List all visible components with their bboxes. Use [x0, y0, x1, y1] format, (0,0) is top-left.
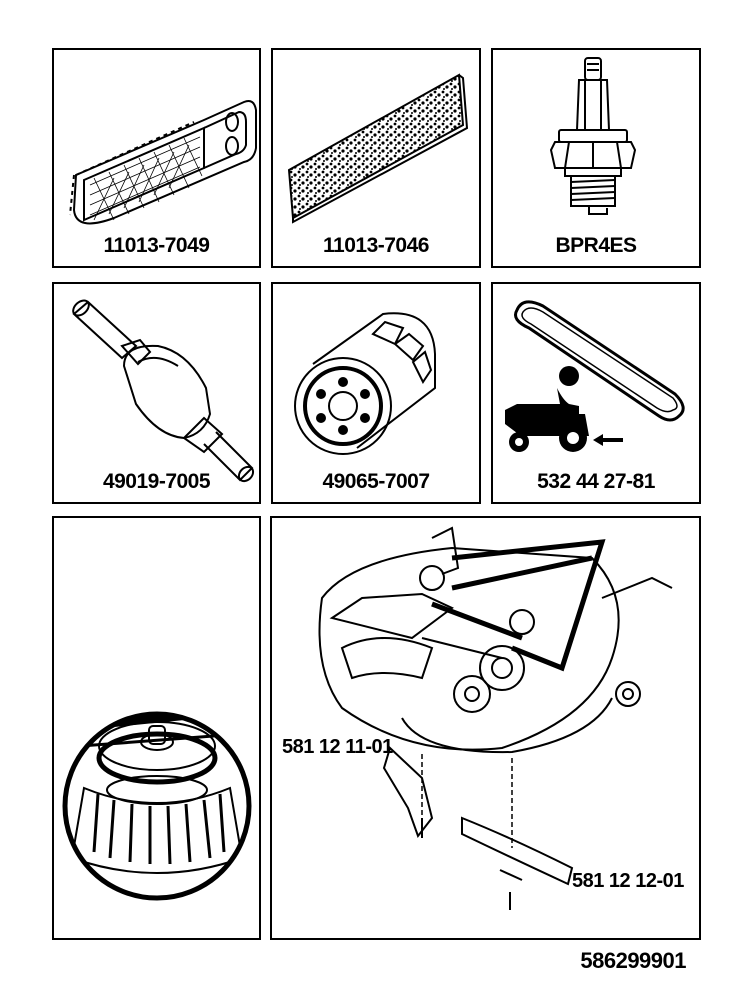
part-number-label: BPR4ES [555, 234, 637, 257]
part-number-label: 49065-7007 [322, 470, 430, 493]
part-number-label: 11013-7049 [103, 234, 210, 257]
part-box-fuel-filter: 49019-7005 [52, 282, 261, 504]
mower-deck-icon [318, 526, 673, 910]
spindle-detail-box [52, 516, 261, 940]
part-number-label: 11013-7046 [323, 234, 429, 257]
pre-filter-icon [287, 73, 469, 224]
part-number-label: 49019-7005 [102, 470, 211, 493]
drive-belt-icon [505, 300, 685, 452]
part-box-pre-filter: 11013-7046 [271, 48, 481, 268]
spindle-pulley-icon [62, 711, 252, 901]
air-filter-icon [69, 100, 257, 225]
mower-deck-box: 581 12 11-01 581 12 12-01 [270, 516, 701, 940]
fuel-filter-icon [72, 299, 255, 483]
part-number-label: 532 44 27-81 [537, 470, 655, 493]
part-box-drive-belt: 532 44 27-81 [491, 282, 701, 504]
tractor-icon [505, 366, 623, 452]
blade-left-label: 581 12 11-01 [282, 736, 393, 758]
document-number: 586299901 [580, 948, 686, 973]
part-box-spark-plug: BPR4ES [491, 48, 701, 268]
blade-right-label: 581 12 12-01 [572, 870, 684, 892]
spark-plug-icon [549, 57, 637, 215]
oil-filter-icon [294, 312, 436, 455]
part-box-air-filter: 11013-7049 [52, 48, 261, 268]
part-box-oil-filter: 49065-7007 [271, 282, 481, 504]
